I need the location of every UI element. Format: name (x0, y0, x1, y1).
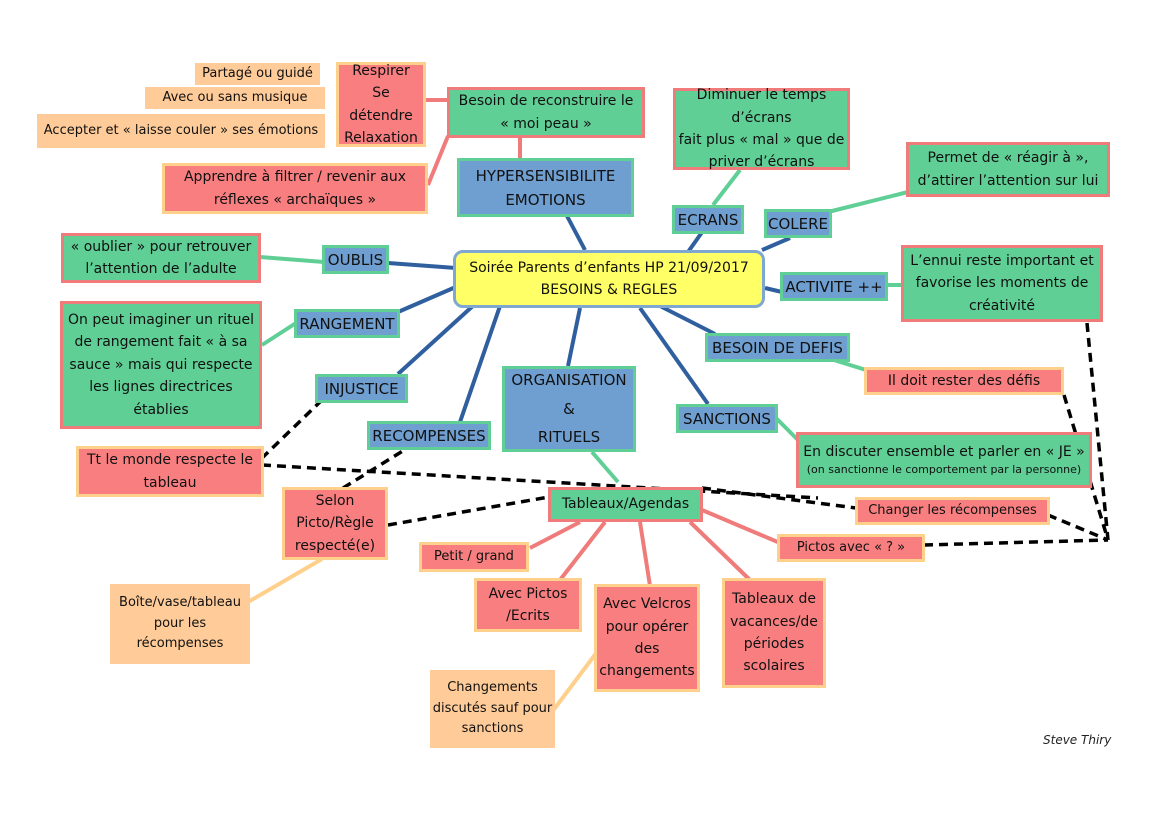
dash-ennui (1085, 322, 1110, 541)
note-pictos[interactable]: Pictos avec « ? » (777, 534, 925, 562)
note-sanctions[interactable]: En discuter ensemble et parler en « JE »… (796, 432, 1092, 488)
spoke-sanctions (638, 306, 710, 406)
spoke-activite (764, 286, 783, 294)
spoke-rangement (397, 284, 459, 314)
note-rituel[interactable]: On peut imaginer un rituel de rangement … (60, 301, 262, 429)
topic-besoin-defis[interactable]: BESOIN DE DEFIS (705, 333, 850, 362)
topic-hypersensibilite[interactable]: HYPERSENSIBILITE EMOTIONS (457, 158, 634, 217)
link-petit (529, 520, 581, 550)
topic-ecrans[interactable]: ECRANS (672, 205, 744, 234)
dash-changer-right (1047, 513, 1109, 542)
link-pictos (701, 508, 781, 545)
topic-sanctions[interactable]: SANCTIONS (676, 404, 778, 433)
topic-colere[interactable]: COLERE (764, 209, 832, 238)
link-filtrer (426, 135, 450, 186)
topic-rangement[interactable]: RANGEMENT (294, 309, 400, 338)
note-changements[interactable]: Changements discutés sauf pour sanctions (430, 670, 555, 748)
central-topic[interactable]: Soirée Parents d’enfants HP 21/09/2017 B… (453, 250, 765, 308)
link-ecrans-note (711, 168, 742, 207)
note-respirer[interactable]: Respirer Se détendre Relaxation (336, 62, 426, 147)
dash-changer (701, 486, 857, 510)
note-sanctions-sub: (on sanctionne le comportement par la pe… (806, 462, 1082, 476)
dash-selon (387, 495, 550, 527)
link-vacances (688, 520, 752, 582)
note-moi-peau[interactable]: Besoin de reconstruire le « moi peau » (447, 87, 645, 138)
spoke-hypersensibilite (565, 215, 587, 251)
note-colere[interactable]: Permet de « réagir à », d’attirer l’atte… (906, 142, 1110, 197)
link-avec-pictos (558, 520, 607, 582)
note-tableaux-agendas[interactable]: Tableaux/Agendas (548, 487, 703, 522)
topic-organisation-rituels[interactable]: ORGANISATION & RITUELS (502, 366, 636, 452)
note-ecrans[interactable]: Diminuer le temps d’écrans fait plus « m… (673, 87, 850, 170)
note-filtrer[interactable]: Apprendre à filtrer / revenir aux réflex… (162, 163, 428, 214)
spoke-injustice (396, 302, 477, 376)
note-oublier[interactable]: « oublier » pour retrouver l’attention d… (61, 233, 261, 283)
note-musique[interactable]: Avec ou sans musique (145, 87, 325, 109)
peach-links (234, 557, 599, 714)
link-velcros (638, 521, 652, 587)
note-sanctions-main: En discuter ensemble et parler en « JE » (803, 443, 1085, 460)
link-oublier (259, 255, 325, 264)
green-links (259, 168, 909, 484)
spoke-organisation (566, 307, 582, 367)
dash-pictos (923, 538, 1109, 547)
link-boite (234, 557, 324, 611)
dash-injustice (260, 398, 324, 460)
note-petit-grand[interactable]: Petit / grand (419, 542, 529, 572)
topic-recompenses[interactable]: RECOMPENSES (367, 421, 491, 450)
note-vacances[interactable]: Tableaux de vacances/de périodes scolair… (722, 578, 826, 688)
spoke-recompenses (458, 305, 502, 423)
note-boite[interactable]: Boîte/vase/tableau pour les récompenses (110, 584, 250, 664)
link-colere-note (827, 190, 909, 214)
topic-activite[interactable]: ACTIVITE ++ (780, 272, 888, 301)
spoke-oublis (387, 261, 457, 270)
note-avec-pictos[interactable]: Avec Pictos /Ecrits (474, 578, 582, 632)
signature: Steve Thiry (1043, 733, 1112, 747)
red-links (424, 98, 781, 587)
note-selon-picto[interactable]: Selon Picto/Règle respecté(e) (282, 487, 388, 560)
center-spokes (387, 215, 791, 423)
note-velcros[interactable]: Avec Velcros pour opérer des changements (594, 584, 700, 692)
spoke-defis (659, 304, 716, 336)
note-accepter[interactable]: Accepter et « laisse couler » ses émotio… (37, 114, 325, 148)
note-defis[interactable]: Il doit rester des défis (864, 367, 1064, 395)
note-ennui[interactable]: L’ennui reste important et favorise les … (901, 245, 1103, 322)
dash-tt-monde (261, 463, 819, 500)
link-changements (550, 650, 599, 714)
link-sanctions-note (774, 416, 800, 442)
note-changer-recompenses[interactable]: Changer les récompenses (855, 497, 1050, 525)
link-rituel (260, 321, 298, 347)
note-partage[interactable]: Partagé ou guidé (195, 63, 320, 85)
topic-injustice[interactable]: INJUSTICE (315, 374, 408, 403)
note-tt-le-monde[interactable]: Tt le monde respecte le tableau (76, 446, 264, 497)
topic-oublis[interactable]: OUBLIS (322, 245, 389, 274)
spoke-colere (761, 236, 791, 252)
link-tableaux (590, 450, 620, 484)
